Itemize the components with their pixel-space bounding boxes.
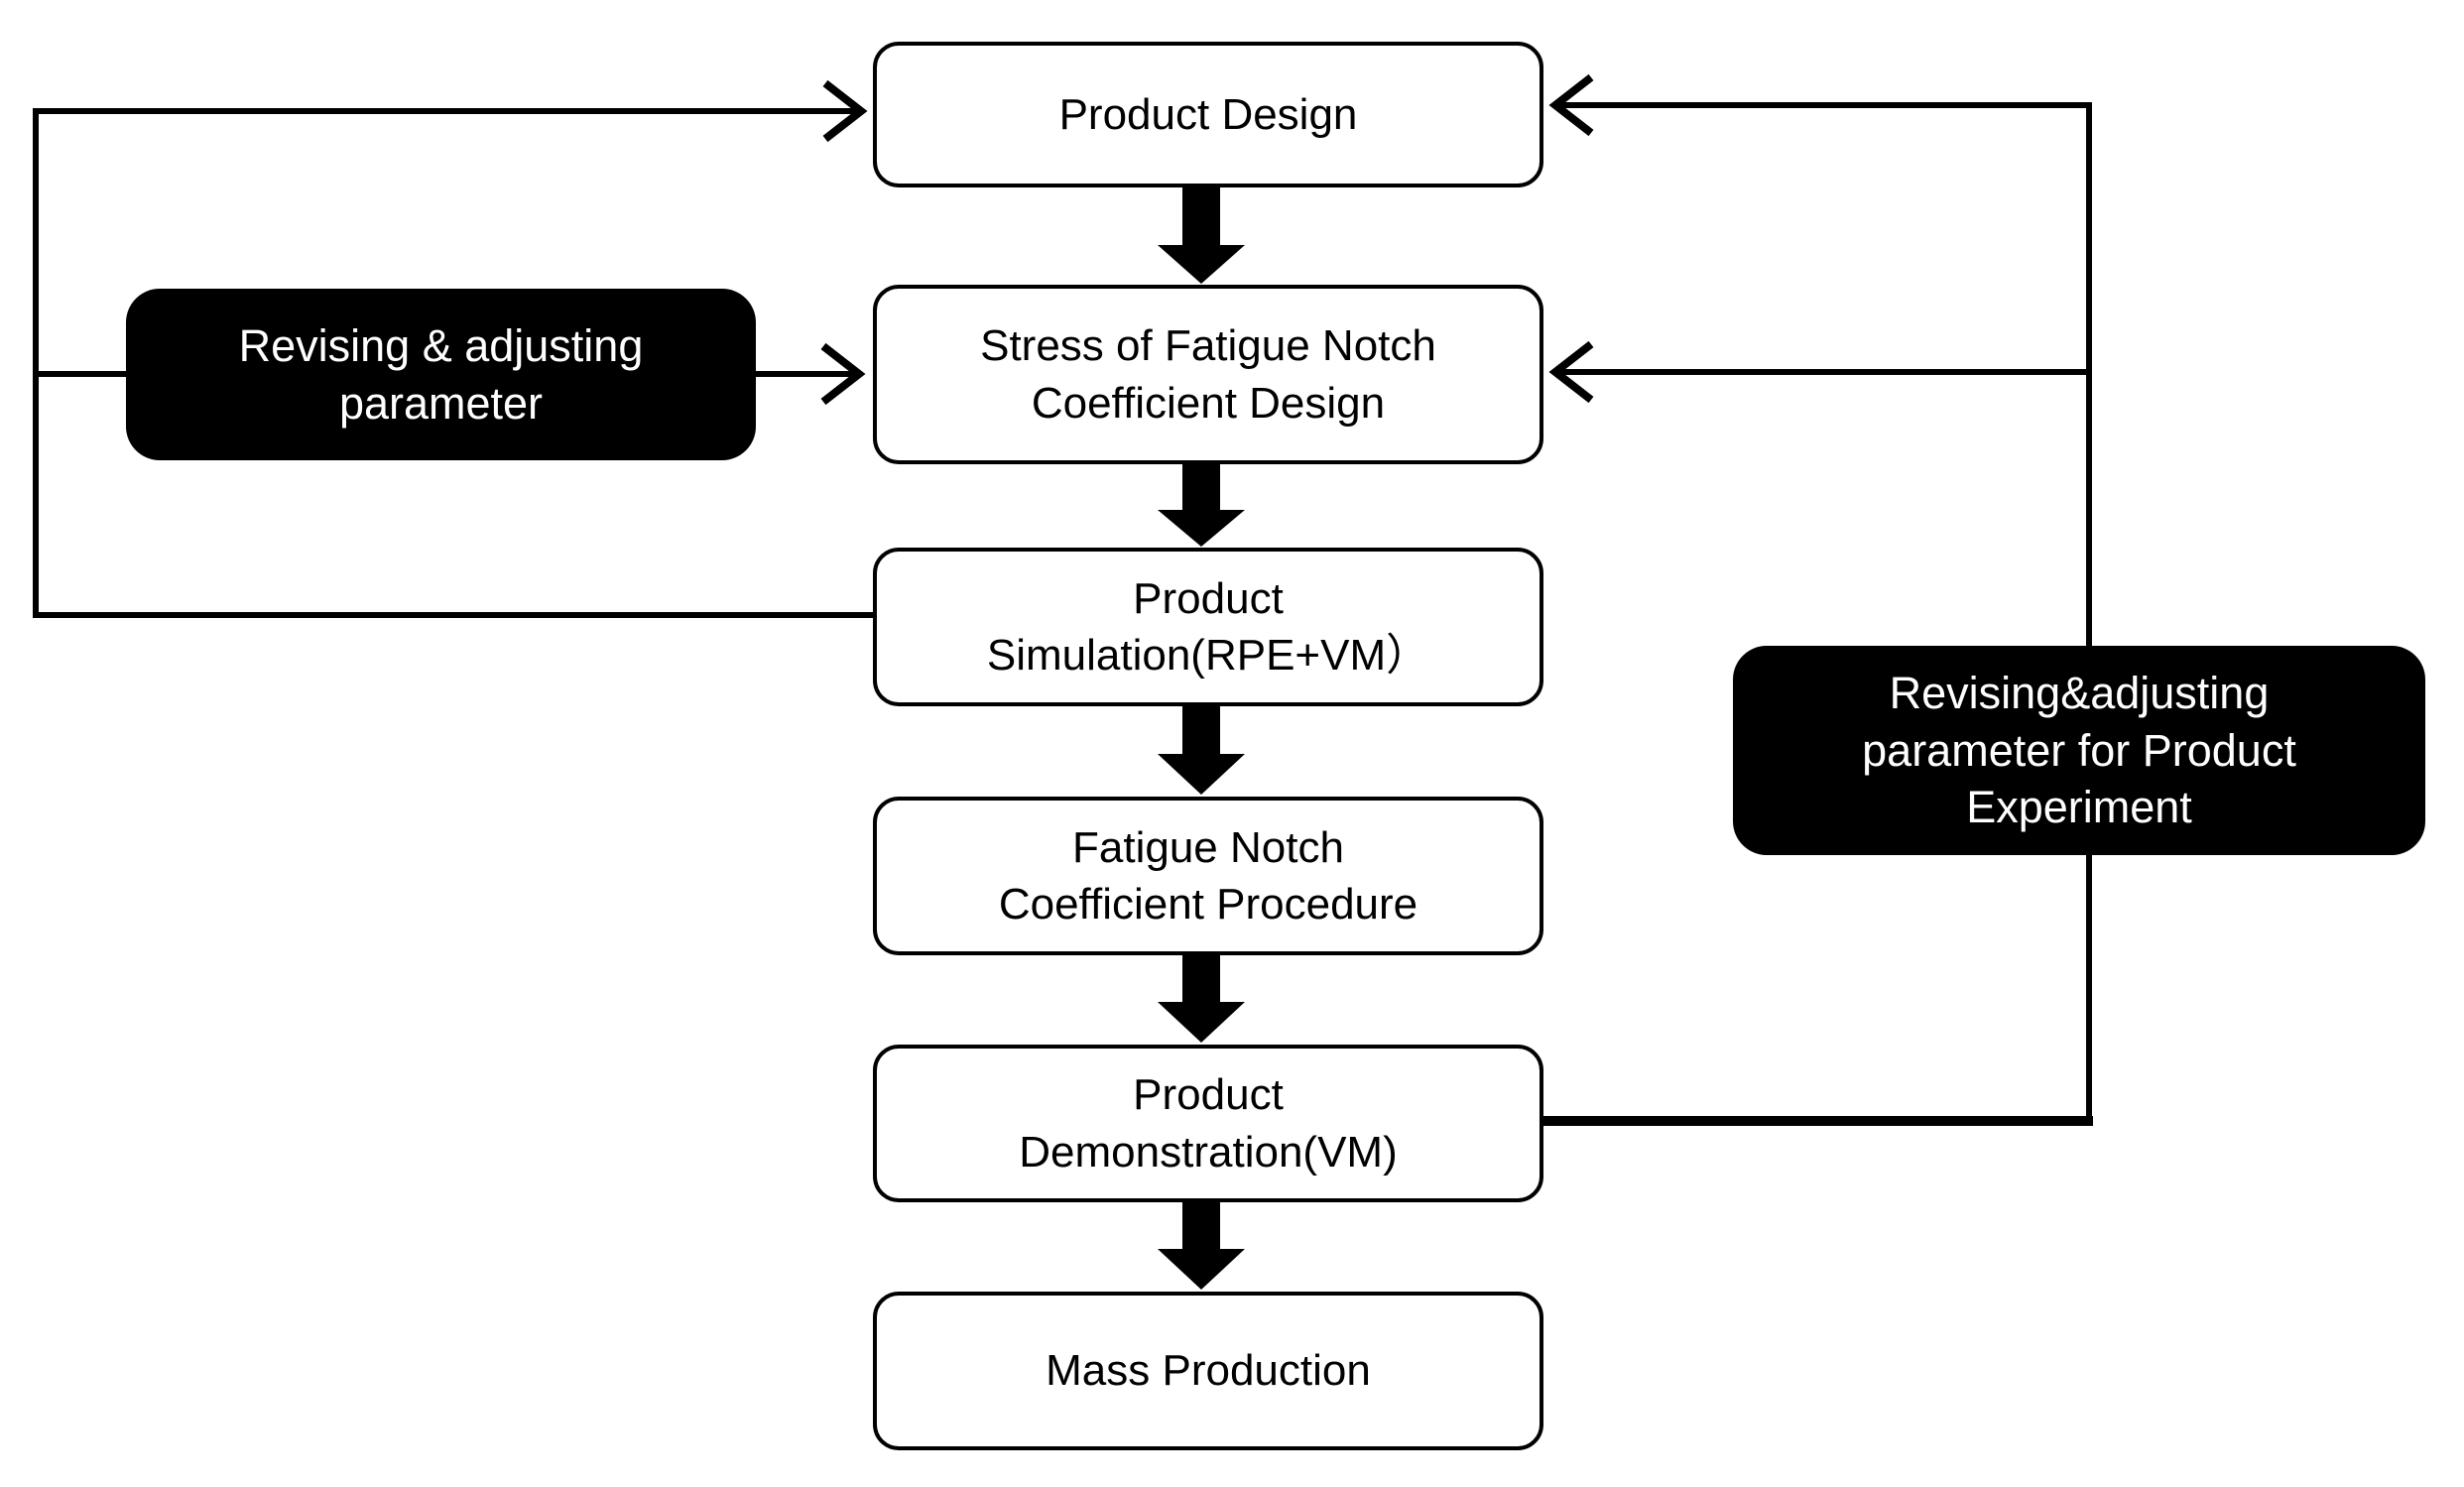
block-arrow-simulation-to-procedure bbox=[1158, 703, 1245, 795]
arrowhead-into-stress-left bbox=[820, 342, 866, 406]
block-arrow-demonstration-to-mass bbox=[1158, 1199, 1245, 1290]
node-mass-production: Mass Production bbox=[873, 1292, 1543, 1450]
node-fatigue-procedure: Fatigue Notch Coefficient Procedure bbox=[873, 797, 1543, 955]
callout-revising-adjusting-parameter: Revising & adjusting parameter bbox=[126, 289, 756, 460]
arrowhead-into-design-left bbox=[822, 79, 868, 143]
feedback-line-right bbox=[1557, 102, 2092, 1121]
arrowhead-into-stress-right bbox=[1548, 340, 1594, 404]
block-arrow-stress-to-simulation bbox=[1158, 461, 1245, 547]
node-product-simulation: Product Simulation(RPE+VM） bbox=[873, 548, 1543, 706]
node-product-demonstration: Product Demonstration(VM) bbox=[873, 1045, 1543, 1202]
node-product-design: Product Design bbox=[873, 42, 1543, 187]
feedback-line-left bbox=[33, 108, 877, 618]
arrowhead-into-design-right bbox=[1548, 73, 1594, 137]
block-arrow-procedure-to-demonstration bbox=[1158, 952, 1245, 1043]
block-arrow-design-to-stress bbox=[1158, 185, 1245, 284]
node-stress-design: Stress of Fatigue Notch Coefficient Desi… bbox=[873, 285, 1543, 464]
callout-revising-adjusting-experiment: Revising&adjusting parameter for Product… bbox=[1733, 646, 2425, 855]
